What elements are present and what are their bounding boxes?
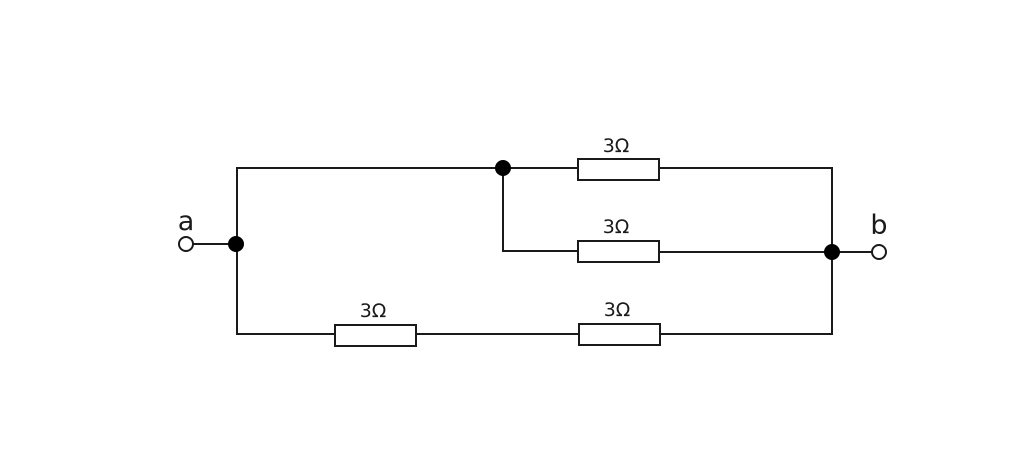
resistor-top: 3Ω	[577, 135, 660, 181]
junction-top-middle	[495, 160, 511, 176]
terminal-b	[871, 244, 887, 260]
junction-left	[228, 236, 244, 252]
resistor-top-body	[577, 158, 660, 181]
resistor-bottom-left-label: 3Ω	[360, 300, 387, 322]
terminal-a	[178, 236, 194, 252]
junction-right	[824, 244, 840, 260]
resistor-bottom-right-label: 3Ω	[604, 299, 631, 321]
resistor-middle-body	[577, 240, 660, 263]
terminal-b-label: b	[870, 210, 887, 241]
resistor-bottom-left: 3Ω	[334, 300, 417, 347]
wires	[192, 167, 873, 335]
resistor-bottom-left-body	[334, 324, 417, 347]
resistor-middle-label: 3Ω	[603, 216, 630, 238]
resistor-top-label: 3Ω	[603, 135, 630, 157]
terminal-a-label: a	[178, 206, 195, 237]
resistor-middle: 3Ω	[577, 216, 660, 263]
resistor-bottom-right: 3Ω	[578, 299, 661, 346]
resistor-bottom-right-body	[578, 323, 661, 346]
